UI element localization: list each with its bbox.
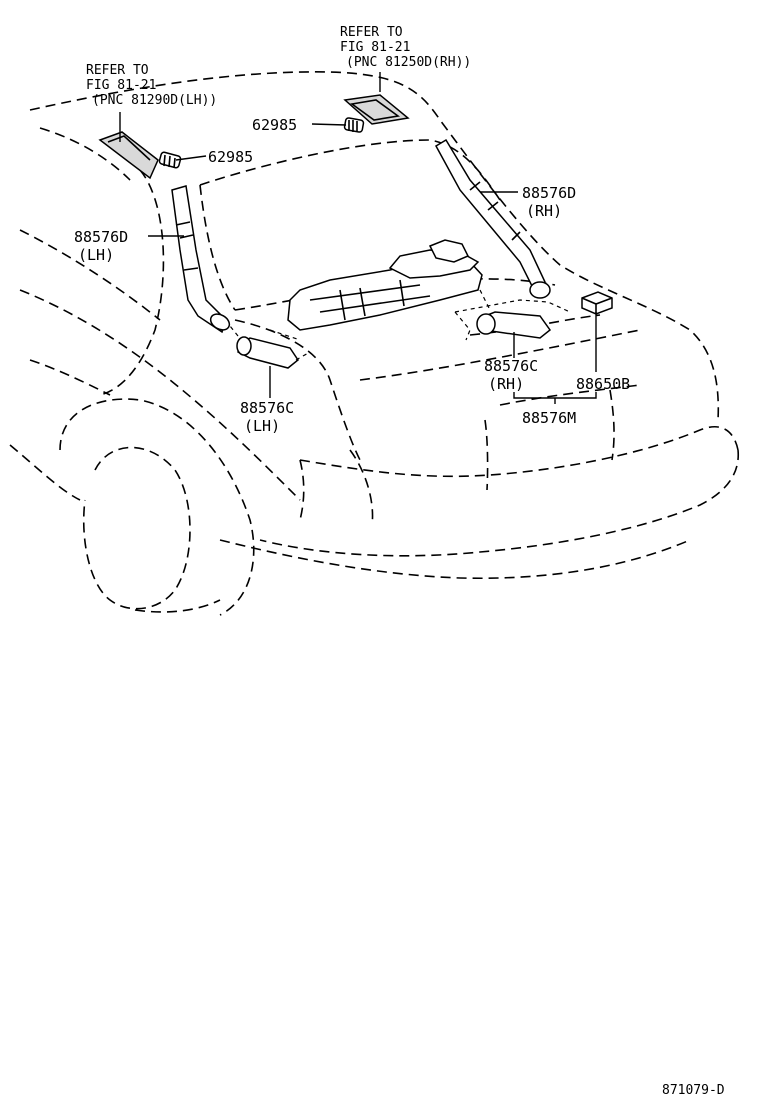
leader-lines (119, 72, 597, 404)
label-88650B: 88650B (576, 375, 630, 393)
clip-62985-top (343, 117, 365, 133)
ref-rh-line1: REFER TO (340, 25, 403, 40)
hose-88576C-rh (454, 299, 571, 341)
clip-62985-mid (158, 151, 182, 169)
label-ref-lh: REFER TO FIG 81-21 (PNC 81290D(LH)) (86, 63, 217, 108)
connector-88650B (581, 291, 613, 315)
label-88576M: 88576M (522, 409, 576, 427)
hose-88576D-lh (171, 185, 231, 334)
ref-rh-line3: (PNC 81250D(RH)) (346, 55, 471, 70)
hose-88576D-rh (434, 138, 551, 299)
label-88576C-lh-side: (LH) (244, 417, 280, 435)
label-88576D-lh: 88576D (74, 228, 128, 246)
label-88576D-rh-side: (RH) (526, 202, 562, 220)
label-62985-top: 62985 (252, 116, 297, 134)
ref-lh-line2: FIG 81-21 (86, 78, 156, 93)
rh-stop-lamp-part (343, 94, 410, 125)
label-88576D-rh: 88576D (522, 184, 576, 202)
label-ref-rh: REFER TO FIG 81-21 (PNC 81250D(RH)) (340, 25, 471, 70)
washer-tank-assembly (269, 239, 491, 341)
label-88576C-rh-side: (RH) (488, 375, 524, 393)
ref-lh-line3: (PNC 81290D(LH)) (92, 93, 217, 108)
ref-lh-line1: REFER TO (86, 63, 149, 78)
hose-88576C-lh (229, 325, 311, 369)
label-62985-mid: 62985 (208, 148, 253, 166)
ref-rh-line2: FIG 81-21 (340, 40, 410, 55)
figure-id: 871079-D (662, 1083, 725, 1098)
lh-stop-lamp-part (98, 131, 159, 180)
label-88576D-lh-side: (LH) (78, 246, 114, 264)
label-88576C-rh: 88576C (484, 357, 538, 375)
label-88576C-lh: 88576C (240, 399, 294, 417)
